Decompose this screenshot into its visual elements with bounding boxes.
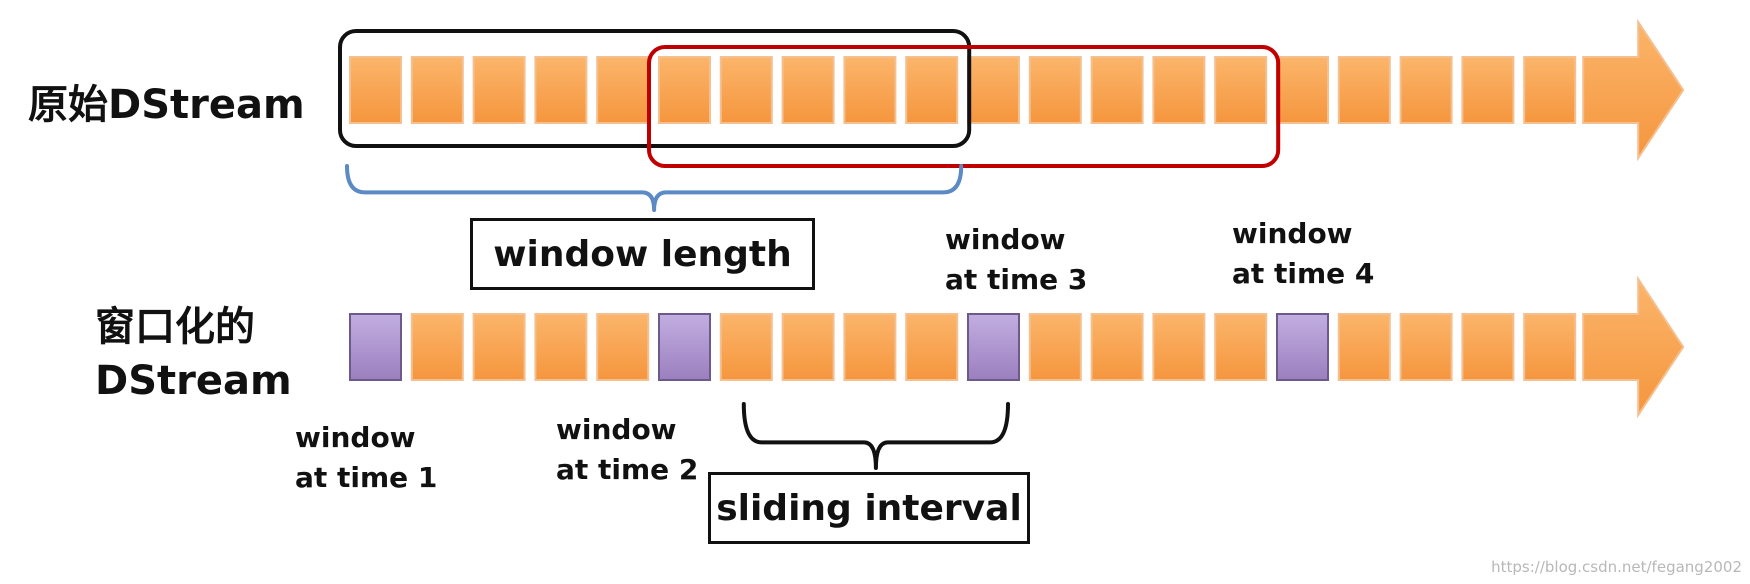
window-at-time-4-label: window at time 4 — [1232, 214, 1374, 294]
window-at-time-2-label: window at time 2 — [556, 410, 698, 490]
stream-arrow-head — [1582, 275, 1685, 419]
original-dstream — [349, 18, 1685, 162]
block-12 — [1090, 56, 1144, 124]
window-2-line2: at time 2 — [556, 453, 699, 486]
block-9 — [905, 313, 959, 381]
block-2 — [472, 313, 526, 381]
block-15 — [1276, 56, 1329, 124]
block-13 — [1152, 56, 1206, 124]
window-length-label: window length — [470, 218, 815, 290]
sliding-interval-label: sliding interval — [708, 472, 1030, 544]
window-at-time-1-label: window at time 1 — [295, 418, 437, 498]
window-3-line1: window — [945, 223, 1066, 256]
block-1 — [410, 56, 464, 124]
block-8 — [843, 56, 897, 124]
block-4 — [596, 56, 650, 124]
sliding-interval-brace — [741, 402, 1010, 470]
windowed-label-line1: 窗口化的 — [95, 304, 255, 350]
block-0 — [349, 56, 402, 124]
block-16 — [1337, 313, 1391, 381]
block-7 — [781, 313, 835, 381]
block-17 — [1399, 313, 1453, 381]
highlighted-block-15 — [1276, 313, 1329, 381]
block-1 — [410, 313, 464, 381]
window-3-line2: at time 3 — [945, 263, 1088, 296]
block-9 — [905, 56, 959, 124]
window-at-time-3-label: window at time 3 — [945, 220, 1087, 300]
window-4-line1: window — [1232, 217, 1353, 250]
block-10 — [967, 56, 1020, 124]
highlighted-block-0 — [349, 313, 402, 381]
original-dstream-label: 原始DStream — [28, 82, 305, 128]
block-19 — [1523, 313, 1577, 381]
windowed-label-line2: DStream — [95, 358, 292, 404]
block-17 — [1399, 56, 1453, 124]
window-1-line2: at time 1 — [295, 461, 438, 494]
block-2 — [472, 56, 526, 124]
highlighted-block-5 — [658, 313, 711, 381]
window-2-line1: window — [556, 413, 677, 446]
block-3 — [534, 56, 588, 124]
window-4-line2: at time 4 — [1232, 257, 1375, 290]
block-8 — [843, 313, 897, 381]
block-3 — [534, 313, 588, 381]
block-11 — [1028, 56, 1082, 124]
stream-arrow-head — [1582, 18, 1685, 162]
watermark: https://blog.csdn.net/fegang2002 — [1491, 558, 1742, 576]
block-19 — [1523, 56, 1577, 124]
window-frame-2 — [647, 45, 1281, 168]
block-11 — [1028, 313, 1082, 381]
block-14 — [1214, 313, 1268, 381]
block-12 — [1090, 313, 1144, 381]
block-18 — [1461, 56, 1515, 124]
windowed-dstream-label: 窗口化的 DStream — [95, 300, 292, 408]
block-6 — [719, 56, 773, 124]
window-1-line1: window — [295, 421, 416, 454]
block-18 — [1461, 313, 1515, 381]
window-frames — [338, 29, 1281, 168]
block-4 — [596, 313, 650, 381]
block-13 — [1152, 313, 1206, 381]
block-6 — [719, 313, 773, 381]
block-5 — [658, 56, 711, 124]
highlighted-block-10 — [967, 313, 1020, 381]
window-frame-1 — [338, 29, 972, 148]
windowed-dstream — [349, 275, 1685, 419]
block-14 — [1214, 56, 1268, 124]
window-length-brace — [345, 164, 964, 212]
block-7 — [781, 56, 835, 124]
block-16 — [1337, 56, 1391, 124]
